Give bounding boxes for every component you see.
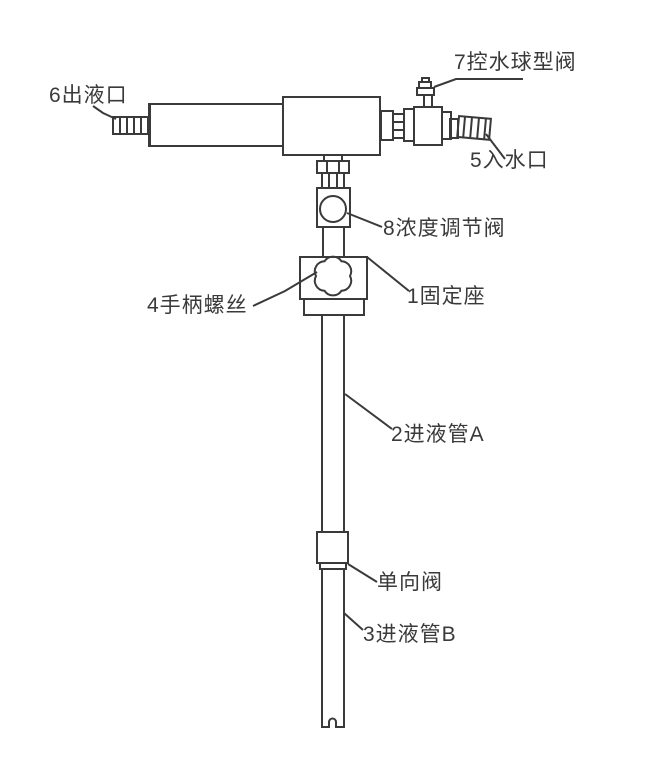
concentration-valve-assembly	[316, 154, 351, 257]
liquid-outlet-barb-fitting	[112, 116, 149, 135]
label-water-inlet: 5入水口	[470, 149, 549, 172]
label-suction-tube-a: 2进液管A	[391, 423, 485, 446]
ball-valve-handle	[416, 77, 435, 96]
handle-screw-knob	[313, 255, 353, 297]
suction-tube-a	[321, 315, 345, 532]
label-check-valve: 单向阀	[377, 571, 443, 594]
venturi-body	[148, 103, 284, 147]
leader-check-valve	[347, 563, 378, 583]
leader-suction-tube-b	[343, 612, 364, 631]
leader-handle-screw	[252, 271, 318, 307]
leader-liquid-outlet	[92, 105, 117, 120]
label-suction-tube-b: 3进液管B	[363, 623, 457, 646]
water-inlet-barb-fitting	[449, 114, 493, 141]
fixing-seat	[299, 255, 368, 316]
concentration-valve-body	[316, 187, 351, 228]
label-liquid-outlet: 6出液口	[49, 84, 128, 107]
ball-valve	[403, 77, 452, 146]
label-fixing-seat: 1固定座	[407, 285, 486, 308]
main-body-block	[282, 96, 381, 156]
leader-water-inlet	[485, 133, 506, 160]
leader-ball-valve	[433, 78, 523, 88]
label-handle-screw: 4手柄螺丝	[147, 294, 248, 317]
label-water-control-ball-valve: 7控水球型阀	[454, 51, 577, 74]
leader-fixing-seat	[366, 256, 410, 292]
label-concentration-adjust-valve: 8浓度调节阀	[383, 217, 506, 240]
check-valve-body	[316, 531, 349, 570]
inlet-coupling	[380, 110, 405, 141]
suction-tube-b	[321, 569, 345, 728]
leader-lines	[92, 78, 523, 631]
leader-suction-tube-a	[344, 393, 393, 430]
concentration-valve-ball	[319, 195, 347, 223]
leader-concentration-valve	[346, 212, 383, 228]
